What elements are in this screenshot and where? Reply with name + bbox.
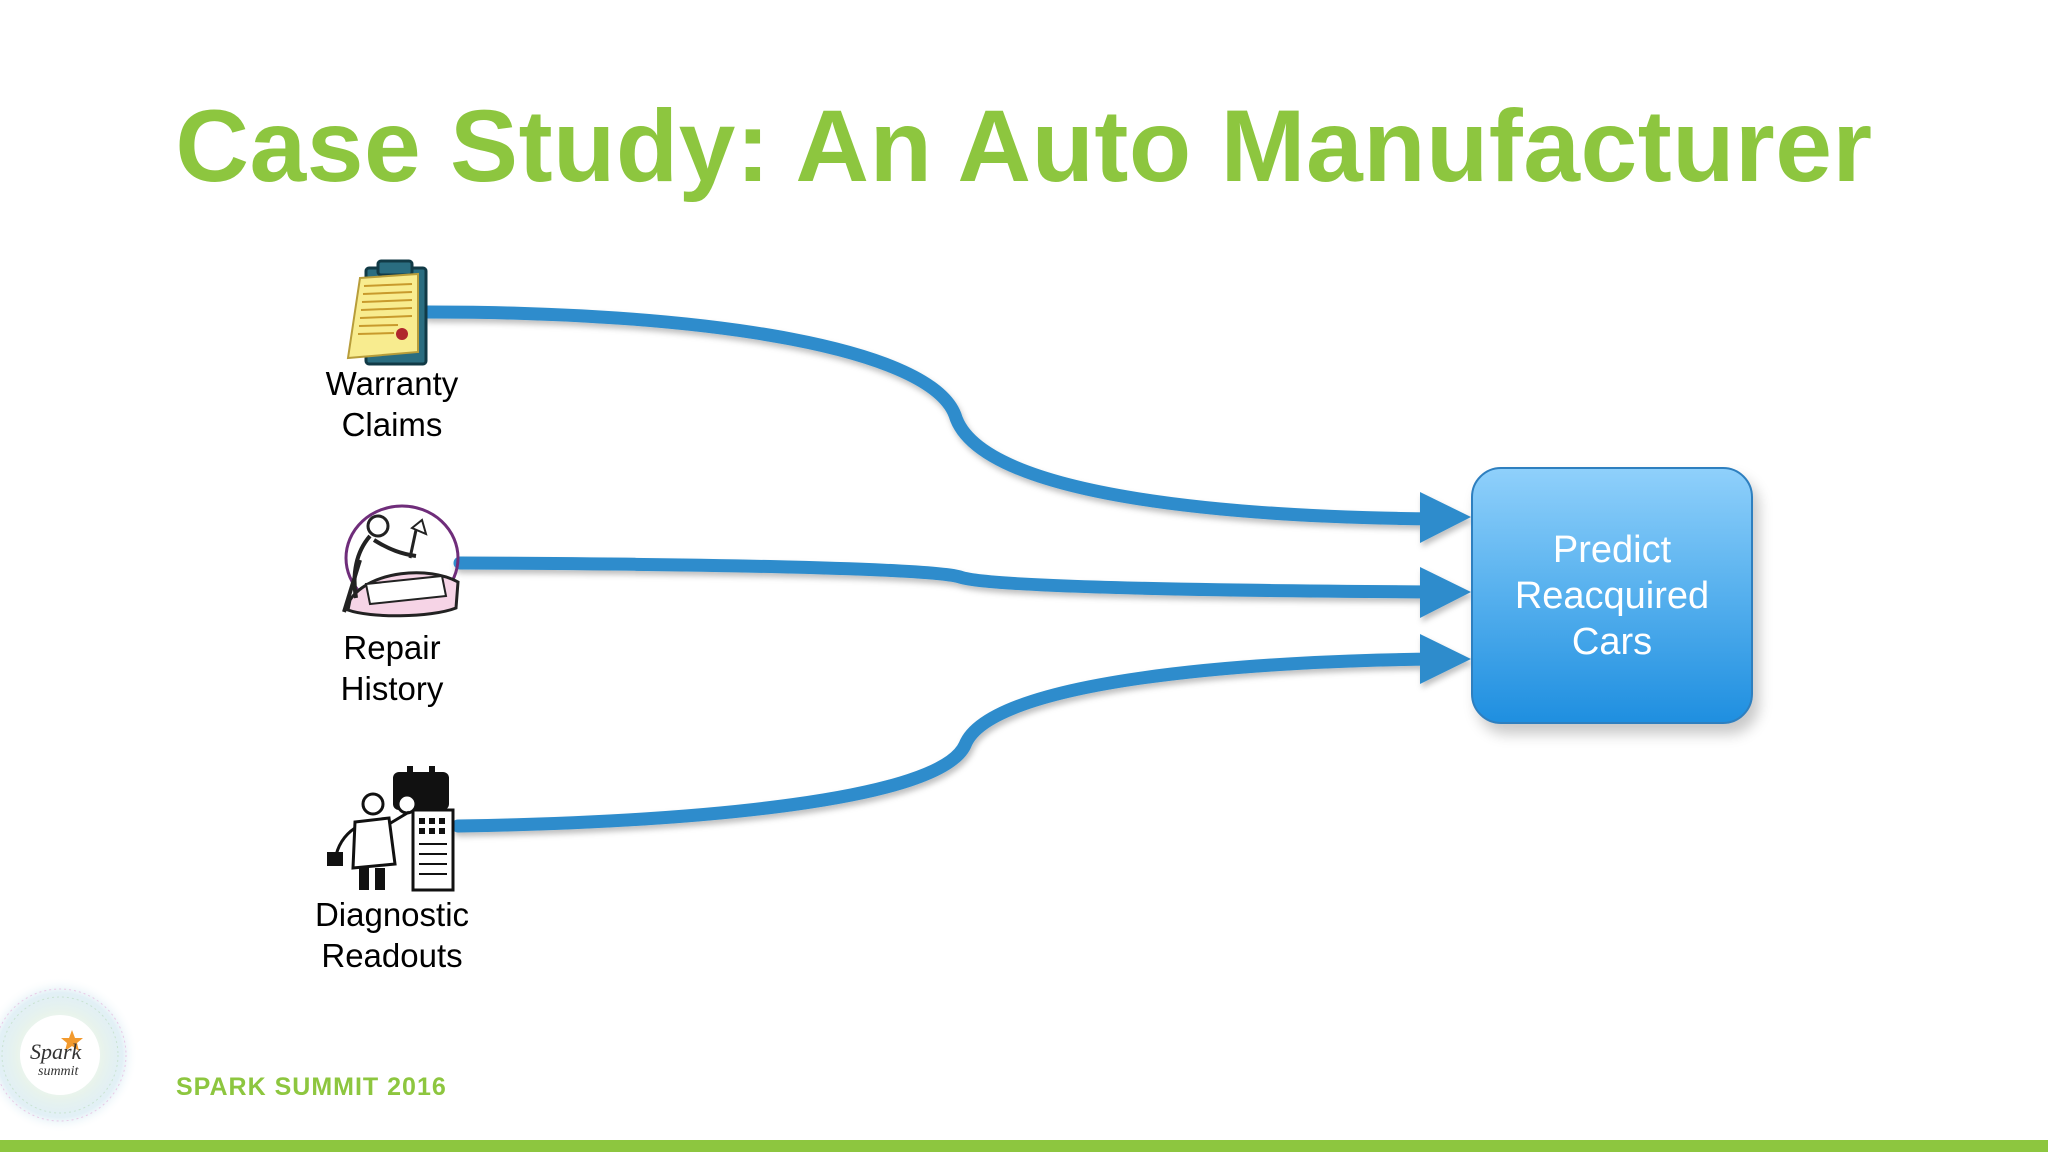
source-label-diagnostic: Diagnostic Readouts [242,894,542,976]
spark-summit-logo: Spark summit [0,977,138,1133]
footer-event-name: SPARK SUMMIT 2016 [176,1073,447,1101]
arrowhead-warranty [1420,492,1471,543]
source-label-line: Repair [343,629,441,666]
mechanic-repair-icon [342,504,460,618]
target-box-predict-reacquired-cars: Predict Reacquired Cars [1471,467,1753,724]
arrow-repair [453,556,1455,599]
target-label-line: Cars [1571,620,1653,663]
clipboard-icon [346,259,428,366]
source-label-repair: Repair History [242,627,542,709]
source-label-line: Diagnostic [314,896,470,933]
arrowhead-repair [1420,567,1471,618]
footer-accent-bar [0,1140,2048,1152]
doctor-diagnostic-icon [327,766,455,892]
target-label-line: Predict [1552,528,1672,571]
arrow-warranty [421,305,1455,526]
slide-title: Case Study: An Auto Manufacturer [175,89,1873,203]
source-label-line: Claims [341,406,443,443]
logo-word-summit: summit [38,1064,80,1079]
arrow-diagnostic [451,652,1455,833]
logo-word-spark: Spark [30,1039,83,1064]
source-label-line: Warranty [325,365,459,402]
source-label-line: History [340,670,444,707]
source-label-line: Readouts [321,937,463,974]
source-label-warranty: Warranty Claims [242,363,542,445]
arrowhead-diagnostic [1420,634,1471,684]
target-label-line: Reacquired [1514,574,1710,617]
